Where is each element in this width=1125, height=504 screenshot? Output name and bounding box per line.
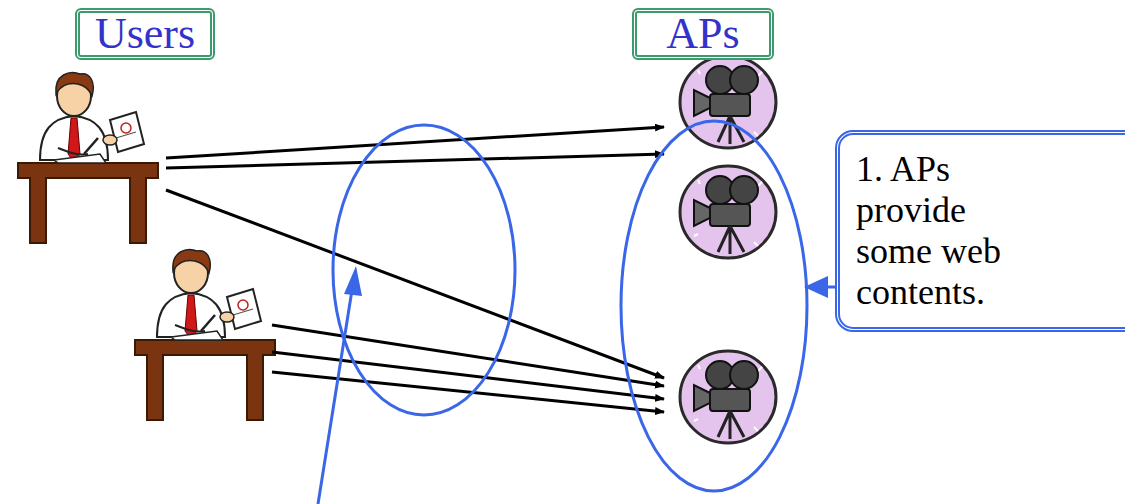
user-figure [135,250,275,420]
request-arrows [166,127,664,412]
pointer-arrows [318,290,352,504]
request-arrows [166,127,664,158]
pointer-arrows [344,266,362,296]
callout-text: 1. APs provide some web contents. [856,149,1046,313]
group-heading: Users [75,8,215,60]
callout-box: 1. APs provide some web contents. [835,130,1125,332]
camera-icon [680,351,776,443]
highlight-ellipses [621,121,807,491]
user-figure [18,73,158,243]
heading-text: APs [637,14,769,54]
camera-icon [680,56,776,148]
highlight-ellipses [333,125,515,415]
request-arrows [166,154,664,168]
group-heading: APs [632,8,774,60]
heading-text: Users [80,14,210,54]
pointer-arrows [318,266,838,504]
request-arrows [272,372,664,412]
highlight-ellipses [333,121,807,491]
camera-icon [680,166,776,258]
request-arrows [166,190,664,378]
pointer-arrows [804,276,828,298]
